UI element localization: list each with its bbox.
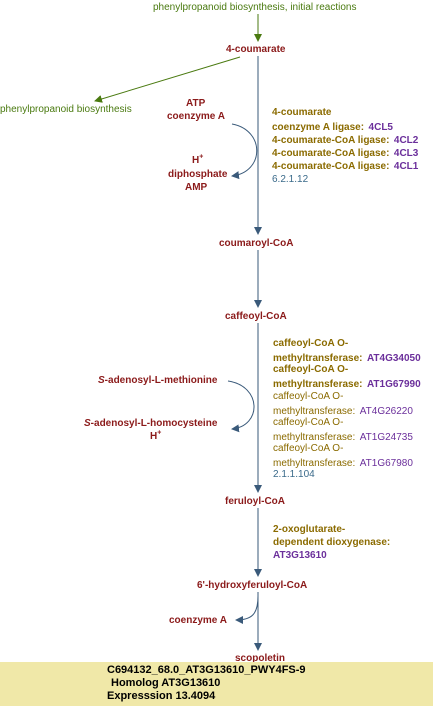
enzyme-4cl3-name[interactable]: 4-coumarate-CoA ligase: [272, 148, 390, 159]
enzyme-4cl2[interactable]: 4-coumarate-CoA ligase: 4CL2 [272, 132, 418, 147]
metabolite-coumaroyl-coa[interactable]: coumaroyl-CoA [219, 238, 294, 249]
cofactor-h-plus-2[interactable]: H+ [150, 429, 162, 442]
enzyme-4cl1-name[interactable]: 4-coumarate-CoA ligase: [272, 161, 390, 172]
enzyme-at1g67990[interactable]: methyltransferase: AT1G67990 [273, 376, 421, 391]
cofactor-coenzyme-a-out[interactable]: coenzyme A [169, 615, 227, 626]
metabolite-feruloyl-coa[interactable]: feruloyl-CoA [225, 496, 285, 507]
cofactor-s-adenosyl-homocysteine[interactable]: S-adenosyl-L-homocysteine [84, 418, 218, 429]
enzyme-at1g67980-line2[interactable]: methyltransferase: [273, 458, 356, 469]
gene-4cl5[interactable]: 4CL5 [368, 122, 393, 133]
enzyme-4cl2-name[interactable]: 4-coumarate-CoA ligase: [272, 135, 390, 146]
cofactor-diphosphate[interactable]: diphosphate [168, 169, 228, 180]
metabolite-4-coumarate[interactable]: 4-coumarate [226, 44, 286, 55]
input-pathway-link[interactable]: phenylpropanoid biosynthesis, initial re… [153, 2, 357, 13]
cofactor-h-plus-1[interactable]: H+ [192, 153, 204, 166]
enzyme-at1g67980-line1[interactable]: caffeoyl-CoA O- [273, 443, 344, 454]
gene-4cl1[interactable]: 4CL1 [393, 161, 419, 172]
enzyme-at4g26220-line1[interactable]: caffeoyl-CoA O- [273, 391, 344, 402]
enzyme-4cl5-name-line1[interactable]: 4-coumarate [272, 107, 332, 118]
enzyme-at1g24735-line1[interactable]: caffeoyl-CoA O- [273, 417, 344, 428]
enzyme-dioxygenase-line1[interactable]: 2-oxoglutarate- [273, 524, 346, 535]
cofactor-curve-step3 [227, 380, 255, 433]
enzyme-dioxygenase-line2[interactable]: dependent dioxygenase: [273, 537, 391, 548]
gene-at4g34050[interactable]: AT4G34050 [366, 353, 421, 364]
ec-number-step1[interactable]: 6.2.1.12 [272, 174, 309, 185]
gene-4cl2[interactable]: 4CL2 [393, 135, 419, 146]
output-pathway-link[interactable]: phenylpropanoid biosynthesis [0, 104, 132, 115]
metabolite-scopoletin[interactable]: scopoletin [235, 653, 286, 664]
enzyme-at4g34050-line2[interactable]: methyltransferase: [273, 353, 363, 364]
ec-number-step3[interactable]: 2.1.1.104 [273, 469, 315, 480]
enzyme-at4g34050-line1[interactable]: caffeoyl-CoA O- [273, 338, 349, 349]
enzyme-4cl1[interactable]: 4-coumarate-CoA ligase: 4CL1 [272, 158, 418, 173]
footer-info-panel: C694132_68.0_AT3G13610_PWY4FS-9 Homolog … [0, 662, 433, 706]
enzyme-at4g34050[interactable]: methyltransferase: AT4G34050 [273, 350, 421, 365]
cofactor-s-adenosyl-methionine[interactable]: S-adenosyl-L-methionine [98, 375, 218, 386]
footer-id-line: C694132_68.0_AT3G13610_PWY4FS-9 [107, 664, 306, 676]
cofactor-amp[interactable]: AMP [185, 182, 208, 193]
enzyme-at1g24735[interactable]: methyltransferase: AT1G24735 [273, 429, 413, 444]
enzyme-at4g26220[interactable]: methyltransferase: AT4G26220 [273, 403, 413, 418]
footer-homolog-line: Homolog AT3G13610 [111, 677, 221, 689]
gene-at1g67990[interactable]: AT1G67990 [366, 379, 421, 390]
gene-at4g26220[interactable]: AT4G26220 [359, 406, 413, 417]
enzyme-4cl5[interactable]: coenzyme A ligase: 4CL5 [272, 119, 393, 134]
output-pathway-arrow [94, 56, 241, 103]
cofactor-atp[interactable]: ATP [186, 98, 206, 109]
metabolite-6-hydroxyferuloyl-coa[interactable]: 6'-hydroxyferuloyl-CoA [197, 580, 308, 591]
enzyme-4cl3[interactable]: 4-coumarate-CoA ligase: 4CL3 [272, 145, 418, 160]
enzyme-at1g24735-line2[interactable]: methyltransferase: [273, 432, 356, 443]
cofactor-curve-step1 [231, 123, 258, 180]
enzyme-at1g67990-line2[interactable]: methyltransferase: [273, 379, 363, 390]
gene-at1g67980[interactable]: AT1G67980 [359, 458, 413, 469]
cofactor-coenzyme-a-in[interactable]: coenzyme A [167, 111, 225, 122]
enzyme-at1g67990-line1[interactable]: caffeoyl-CoA O- [273, 364, 349, 375]
metabolite-caffeoyl-coa[interactable]: caffeoyl-CoA [225, 311, 287, 322]
enzyme-4cl5-name-line2[interactable]: coenzyme A ligase: [272, 122, 365, 133]
footer-expression-line: Expresssion 13.4094 [107, 690, 216, 702]
gene-at1g24735[interactable]: AT1G24735 [359, 432, 413, 443]
gene-4cl3[interactable]: 4CL3 [393, 148, 419, 159]
cofactor-curve-step5 [235, 595, 259, 624]
enzyme-at1g67980[interactable]: methyltransferase: AT1G67980 [273, 455, 413, 470]
enzyme-at4g26220-line2[interactable]: methyltransferase: [273, 406, 356, 417]
gene-at3g13610[interactable]: AT3G13610 [273, 550, 327, 561]
